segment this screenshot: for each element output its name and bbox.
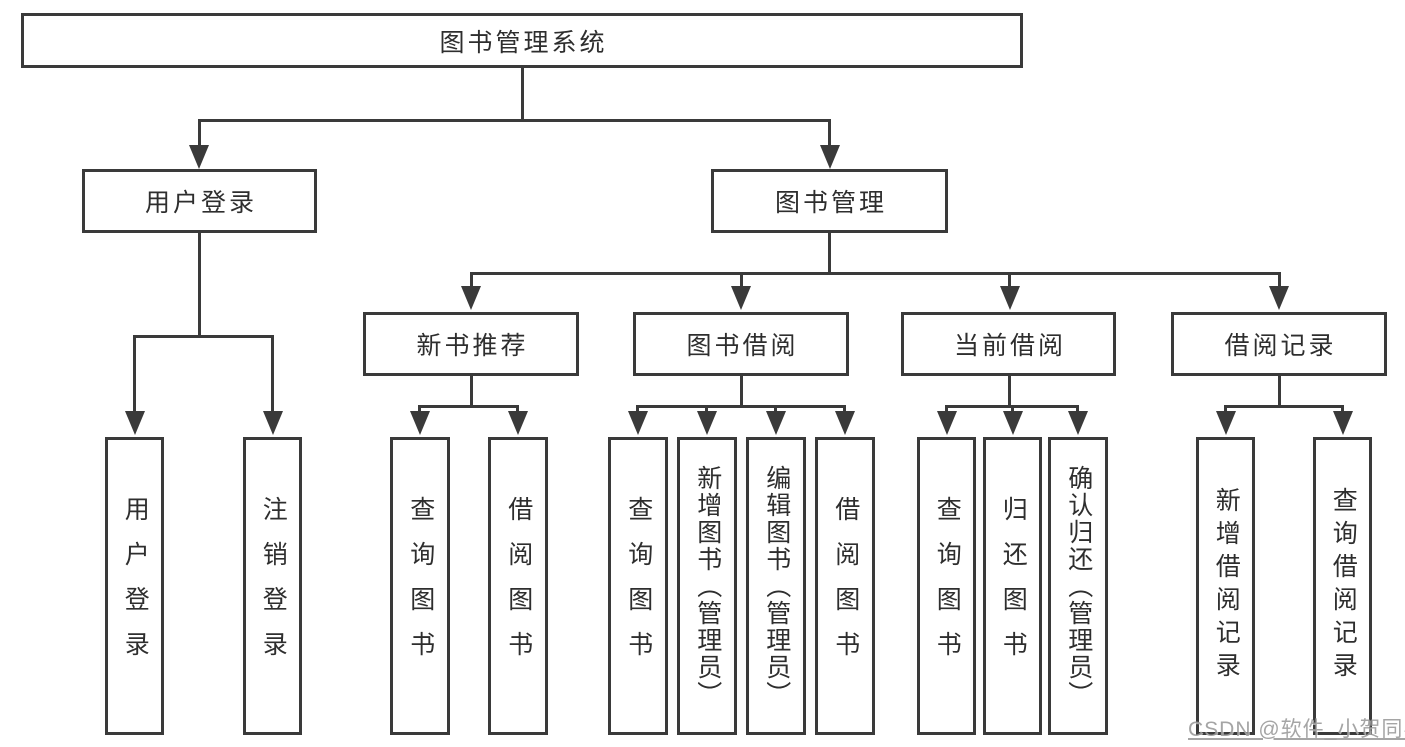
leaf-logout-label: 注销登录 [259, 496, 288, 676]
arrow-down-icon [627, 411, 648, 435]
arrow-down-icon [1332, 411, 1353, 435]
connector-line [1277, 376, 1281, 408]
arrow-down-icon [765, 411, 786, 435]
connector-line [197, 118, 831, 122]
arrow-down-icon [819, 145, 840, 169]
connector-line [636, 404, 846, 408]
connector-line [705, 404, 708, 415]
leaf-search-borrow-record-label: 查询借阅记录 [1329, 487, 1358, 685]
leaf-return-book: 归还图书 [983, 437, 1042, 735]
arrow-down-icon [999, 286, 1020, 310]
leaf-rec-borrow-books-label: 借阅图书 [504, 496, 533, 676]
connector-line [418, 404, 421, 415]
leaf-add-borrow-record-label: 新增借阅记录 [1212, 487, 1241, 685]
connector-line [271, 334, 274, 414]
leaf-add-borrow-record: 新增借阅记录 [1196, 437, 1255, 735]
node-borrow-records-label: 借阅记录 [1224, 332, 1337, 360]
leaf-borrow-book: 借阅图书 [815, 437, 875, 735]
connector-line [828, 118, 831, 149]
arrow-down-icon [409, 411, 430, 435]
connector-line [197, 233, 201, 337]
leaf-current-search-books-label: 查询图书 [933, 496, 962, 676]
connector-line [1224, 404, 1227, 415]
leaf-add-book-admin-label: 新增图书（管理员） [693, 464, 722, 708]
arrow-down-icon [1269, 286, 1289, 310]
arrow-down-icon [124, 411, 145, 435]
arrow-down-icon [1067, 411, 1088, 435]
connector-line [1341, 404, 1344, 415]
connector-line [739, 376, 743, 408]
node-book-mgmt-label: 图书管理 [774, 189, 887, 217]
node-book-borrow-label: 图书借阅 [686, 332, 799, 360]
arrow-down-icon [262, 411, 283, 435]
leaf-add-book-admin: 新增图书（管理员） [677, 437, 737, 735]
arrow-down-icon [834, 411, 855, 435]
connector-line [1008, 271, 1011, 289]
connector-line [774, 404, 777, 415]
leaf-confirm-return-admin-label: 确认归还（管理员） [1064, 464, 1093, 708]
leaf-user-login: 用户登录 [105, 437, 164, 735]
arrow-down-icon [461, 286, 481, 310]
connector-line [197, 118, 201, 149]
node-borrow-records: 借阅记录 [1171, 312, 1387, 376]
node-new-book-rec: 新书推荐 [363, 312, 579, 376]
leaf-edit-book-admin: 编辑图书（管理员） [746, 437, 806, 735]
connector-line [1008, 376, 1011, 408]
leaf-confirm-return-admin: 确认归还（管理员） [1048, 437, 1108, 735]
leaf-rec-search-books-label: 查询图书 [406, 496, 435, 676]
leaf-borrow-search-books: 查询图书 [608, 437, 668, 735]
connector-line [945, 404, 948, 415]
connector-line [1277, 271, 1281, 289]
leaf-logout: 注销登录 [243, 437, 302, 735]
leaf-borrow-search-books-label: 查询图书 [624, 496, 653, 676]
leaf-current-search-books: 查询图书 [917, 437, 976, 735]
connector-line [1011, 404, 1014, 415]
node-current-borrow: 当前借阅 [901, 312, 1116, 376]
node-root: 图书管理系统 [21, 13, 1023, 68]
node-book-mgmt: 图书管理 [711, 169, 948, 233]
node-root-label: 图书管理系统 [439, 28, 608, 57]
leaf-edit-book-admin-label: 编辑图书（管理员） [762, 464, 791, 708]
leaf-return-book-label: 归还图书 [999, 496, 1028, 676]
connector-line [418, 404, 519, 408]
leaf-rec-borrow-books: 借阅图书 [488, 437, 548, 735]
leaf-user-login-label: 用户登录 [121, 496, 150, 676]
leaf-search-borrow-record: 查询借阅记录 [1313, 437, 1372, 735]
connector-line [469, 376, 473, 408]
node-book-borrow: 图书借阅 [633, 312, 849, 376]
connector-line [1224, 404, 1344, 408]
leaf-borrow-book-label: 借阅图书 [831, 496, 860, 676]
connector-line [945, 404, 1079, 408]
arrow-down-icon [696, 411, 717, 435]
node-user-login: 用户登录 [82, 169, 317, 233]
connector-line [133, 334, 274, 338]
arrow-down-icon [731, 286, 751, 310]
arrow-down-icon [936, 411, 957, 435]
connector-line [516, 404, 519, 415]
connector-line [636, 404, 639, 415]
leaf-rec-search-books: 查询图书 [390, 437, 450, 735]
arrow-down-icon [189, 145, 209, 169]
connector-line [133, 334, 136, 414]
node-current-borrow-label: 当前借阅 [953, 332, 1066, 360]
watermark: CSDN @软件_小贺同学 [1188, 718, 1405, 741]
node-new-book-rec-label: 新书推荐 [416, 332, 529, 360]
connector-line [469, 271, 1281, 275]
connector-line [843, 404, 846, 415]
connector-line [828, 233, 831, 274]
node-user-login-label: 用户登录 [144, 189, 257, 217]
connector-line [1076, 404, 1079, 415]
connector-line [469, 271, 473, 289]
arrow-down-icon [1002, 411, 1023, 435]
connector-line [520, 68, 524, 121]
arrow-down-icon [1215, 411, 1236, 435]
connector-line [739, 271, 743, 289]
arrow-down-icon [507, 411, 528, 435]
